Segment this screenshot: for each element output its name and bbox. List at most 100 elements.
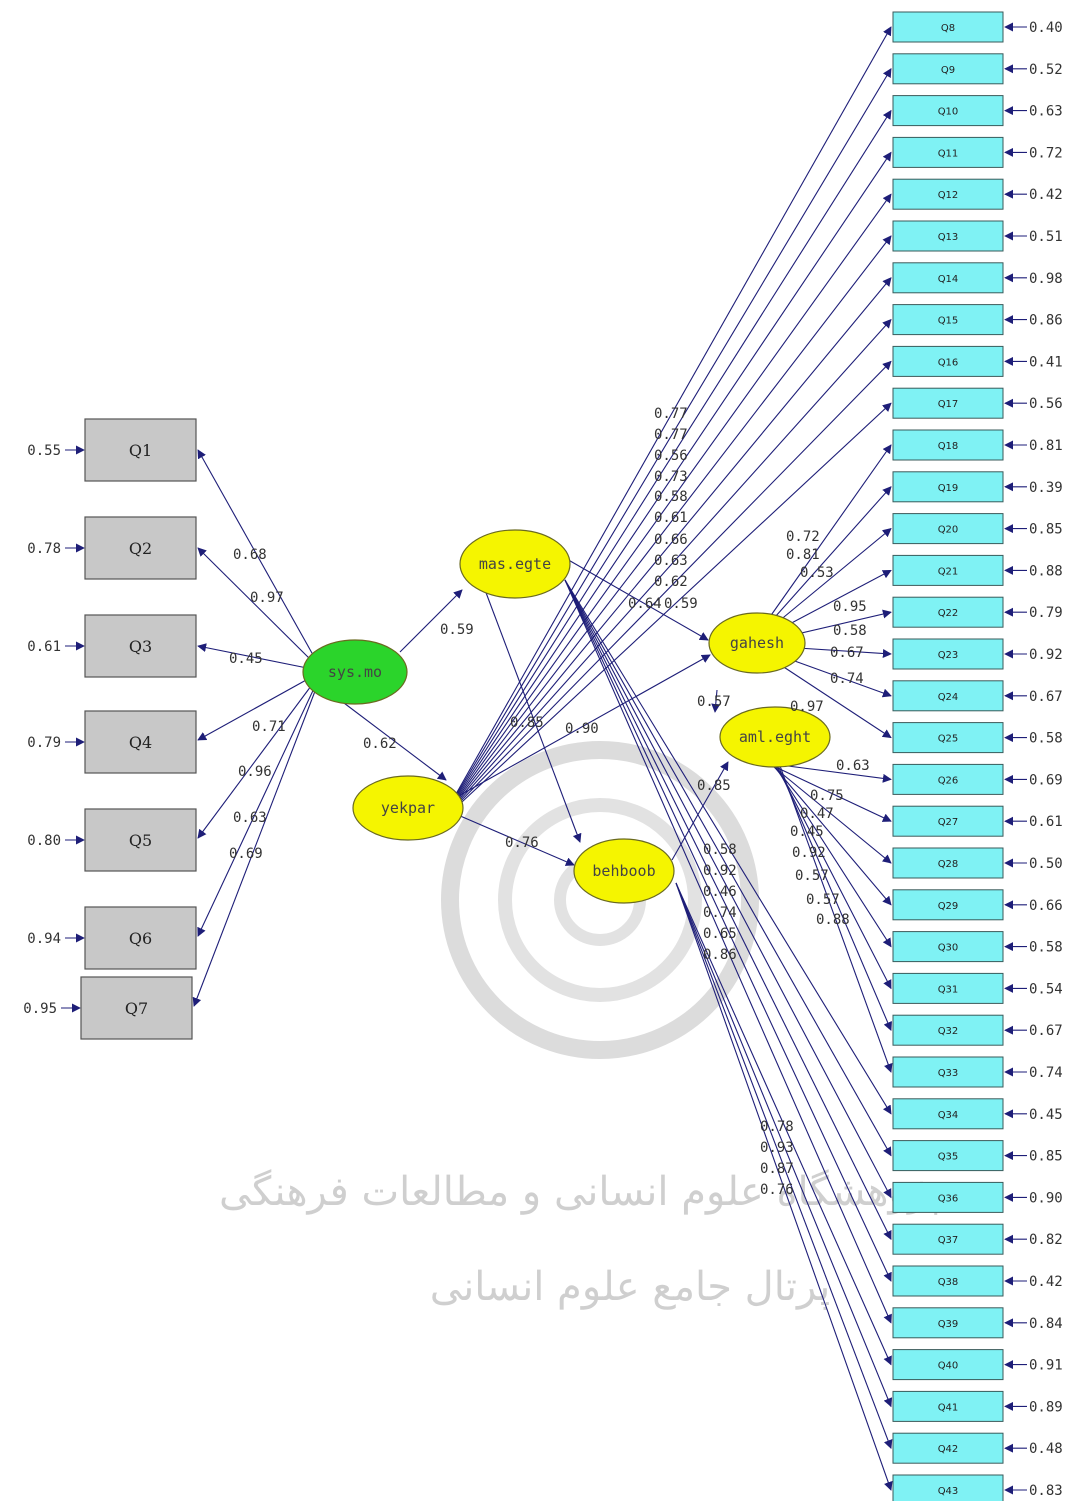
loading-arrow-sysmo-q3: [197, 643, 318, 671]
loading-arrow-masegte-q34: [564, 579, 892, 1115]
loading-label-sysmo-4: 0.71: [252, 719, 286, 735]
indicator-label-q26: Q26: [938, 775, 959, 786]
indicator-box-q21: [892, 554, 1004, 586]
indicator-box-q30: [892, 931, 1004, 963]
loading-arrow-behboob-q43: [675, 882, 893, 1491]
indicator-box-q38: [892, 1265, 1004, 1297]
error-value-q41: 0.89: [1029, 1399, 1063, 1415]
loading-arrow-yekpar-q17: [455, 402, 892, 808]
error-value-q28: 0.50: [1029, 856, 1063, 872]
indicator-box-q17: [892, 387, 1004, 419]
indicator-label-q38: Q38: [938, 1277, 959, 1288]
indicator-box-q4: [84, 710, 197, 774]
loading-arrow-masegte-q37: [564, 579, 892, 1241]
path-label-gahesh-amlegh: 0.57: [697, 694, 731, 710]
loading-label-behboob-3: 0.87: [760, 1161, 794, 1177]
loading-label-behboob-4: 0.76: [760, 1182, 794, 1198]
indicator-box-q18: [892, 429, 1004, 461]
indicator-box-q24: [892, 680, 1004, 712]
loading-arrow-yekpar-q8: [455, 26, 892, 795]
error-value-q43: 0.83: [1029, 1483, 1063, 1499]
loading-arrow-amlegh-q31: [774, 762, 892, 990]
latent-yekpar: [352, 775, 464, 841]
indicator-box-q12: [892, 178, 1004, 210]
path-label-masegte-gahesh: 0.59: [664, 596, 698, 612]
loading-arrow-amlegh-q32: [776, 762, 892, 1032]
indicator-box-q3: [84, 614, 197, 678]
loading-arrow-gahesh-q25: [766, 655, 892, 739]
indicator-label-q24: Q24: [938, 692, 959, 703]
loading-arrow-masegte-q38: [564, 579, 892, 1282]
indicator-box-q31: [892, 972, 1004, 1004]
indicator-label-q29: Q29: [938, 901, 959, 912]
indicator-box-q15: [892, 304, 1004, 336]
indicator-label-q15: Q15: [938, 316, 959, 327]
error-value-q13: 0.51: [1029, 229, 1063, 245]
loading-label-behboob-1: 0.78: [760, 1119, 794, 1135]
loading-label-yekpar-1: 0.77: [654, 406, 688, 422]
loading-label-sysmo-6: 0.63: [233, 810, 267, 826]
error-value-q37: 0.82: [1029, 1232, 1063, 1248]
indicator-label-q10: Q10: [938, 107, 959, 118]
indicator-box-q33: [892, 1056, 1004, 1088]
edges-layer: [61, 22, 1027, 1495]
loading-arrow-sysmo-q2: [197, 547, 318, 667]
indicator-label-q12: Q12: [938, 190, 959, 201]
loading-label-sysmo-5: 0.96: [238, 764, 272, 780]
loading-label-yekpar-7: 0.66: [654, 532, 688, 548]
watermark-logo: پژوهشگاه علوم انسانی و مطالعات فرهنگی پر…: [219, 741, 941, 1310]
latent-behboob: [573, 838, 675, 904]
loading-arrow-behboob-q42: [675, 882, 893, 1450]
loading-label-yekpar-6: 0.61: [654, 510, 688, 526]
path-yekpar-behboob: [457, 814, 575, 866]
indicator-box-q6: [84, 906, 197, 970]
latent-label-amlegh: aml.eght: [739, 728, 811, 746]
watermark-line1: پژوهشگاه علوم انسانی و مطالعات فرهنگی: [219, 1169, 941, 1215]
indicator-box-q25: [892, 722, 1004, 754]
watermark-line2: پرتال جامع علوم انسانی: [430, 1264, 831, 1310]
path-label-yekpar-behboob: 0.76: [505, 835, 539, 851]
loading-arrow-gahesh-q19: [766, 486, 892, 627]
indicator-label-q42: Q42: [938, 1444, 959, 1455]
loading-label-gahesh-8: 0.97: [790, 699, 824, 715]
error-value-q23: 0.92: [1029, 647, 1063, 663]
loading-arrow-behboob-q41: [675, 882, 893, 1408]
loading-label-yekpar-3: 0.56: [654, 448, 688, 464]
indicator-label-q32: Q32: [938, 1026, 959, 1037]
indicator-label-q41: Q41: [938, 1402, 959, 1413]
path-yekpar-gahesh: [454, 654, 711, 799]
nodes-layer: [80, 11, 1004, 1501]
loading-label-gahesh-2: 0.81: [786, 547, 820, 563]
indicator-box-q37: [892, 1223, 1004, 1255]
error-value-q34: 0.45: [1029, 1107, 1063, 1123]
loading-label-gahesh-5: 0.58: [833, 623, 867, 639]
indicator-box-q43: [892, 1474, 1004, 1501]
loading-arrow-masegte-q36: [564, 579, 892, 1199]
error-value-q5: 0.80: [27, 833, 61, 849]
error-value-q29: 0.66: [1029, 898, 1063, 914]
loading-arrow-amlegh-q27: [766, 762, 892, 822]
indicator-label-q7: Q7: [125, 999, 148, 1018]
error-value-q17: 0.56: [1029, 396, 1063, 412]
error-value-q30: 0.58: [1029, 940, 1063, 956]
indicator-label-q14: Q14: [938, 274, 959, 285]
error-value-q42: 0.48: [1029, 1441, 1063, 1457]
path-gahesh-amlegh: [711, 689, 721, 713]
loading-label-masegte-4: 0.74: [703, 905, 737, 921]
indicator-box-q5: [84, 808, 197, 872]
loading-arrow-yekpar-q12: [455, 193, 892, 801]
path-label-yekpar-gahesh: 0.90: [565, 721, 599, 737]
labels-layer: Q10.55Q20.78Q30.61Q40.79Q50.80Q60.94Q70.…: [23, 20, 1062, 1499]
error-value-q1: 0.55: [27, 443, 61, 459]
latent-gahesh: [708, 612, 806, 674]
indicator-label-q16: Q16: [938, 357, 959, 368]
loading-label-masegte-2: 0.92: [703, 863, 737, 879]
indicator-box-q7: [80, 976, 193, 1040]
loading-arrow-sysmo-q5: [197, 677, 318, 839]
path-label-behboob-amlegh: 0.85: [697, 778, 731, 794]
loading-label-sysmo-3: 0.45: [229, 651, 263, 667]
loading-label-amlegh-6: 0.57: [795, 868, 829, 884]
indicator-label-q21: Q21: [938, 566, 959, 577]
indicator-label-q23: Q23: [938, 650, 959, 661]
